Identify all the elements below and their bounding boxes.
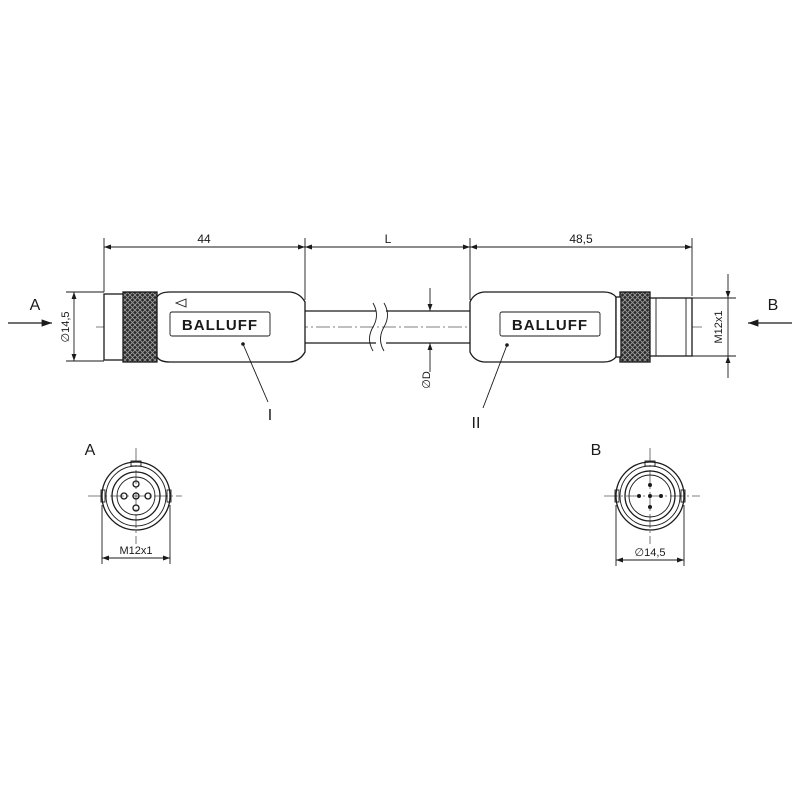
cable-diameter-label: ∅D <box>421 371 433 389</box>
part-1-label: I <box>268 407 272 424</box>
left-body <box>156 291 306 363</box>
part-2-label: II <box>472 415 481 432</box>
view-arrow-b: B <box>748 297 792 327</box>
left-logo-plate <box>169 311 271 337</box>
view-a: A M12x1 <box>85 442 182 564</box>
left-knurled-nut <box>122 291 158 363</box>
dim-l-label: L <box>385 232 392 246</box>
cable-break-left <box>369 302 377 352</box>
cable <box>305 302 470 352</box>
top-dimensions: 44 L 48,5 <box>103 232 693 300</box>
arrow-a-label: A <box>30 297 41 314</box>
right-logo: BALLUFF <box>512 317 588 334</box>
triangle-mark-icon <box>174 298 187 308</box>
connector-2: BALLUFF II <box>469 291 693 432</box>
dim-44-label: 44 <box>197 232 211 246</box>
view-a-thread-label: M12x1 <box>119 545 152 557</box>
view-b: B ∅14,5 <box>591 442 700 566</box>
right-thread-dimension: M12x1 <box>692 274 736 378</box>
left-diameter-label: ∅14,5 <box>60 312 72 343</box>
view-b-label: B <box>591 442 602 459</box>
view-arrow-a: A <box>8 297 52 327</box>
left-diameter-dimension: ∅14,5 <box>60 291 104 362</box>
right-thread-label: M12x1 <box>713 310 725 343</box>
right-thread-pin <box>649 297 693 357</box>
cable-break-right <box>380 302 388 352</box>
left-front-face <box>103 293 125 361</box>
dim-48-5-label: 48,5 <box>569 232 593 246</box>
arrow-b-label: B <box>768 297 779 314</box>
view-a-label: A <box>85 442 96 459</box>
cable-diameter-dimension: ∅D <box>421 288 433 389</box>
connector-1: BALLUFF I <box>103 291 306 424</box>
left-logo: BALLUFF <box>182 317 258 334</box>
view-b-diameter-label: ∅14,5 <box>635 547 666 559</box>
right-logo-plate <box>499 311 601 337</box>
right-knurled-nut <box>619 291 651 363</box>
